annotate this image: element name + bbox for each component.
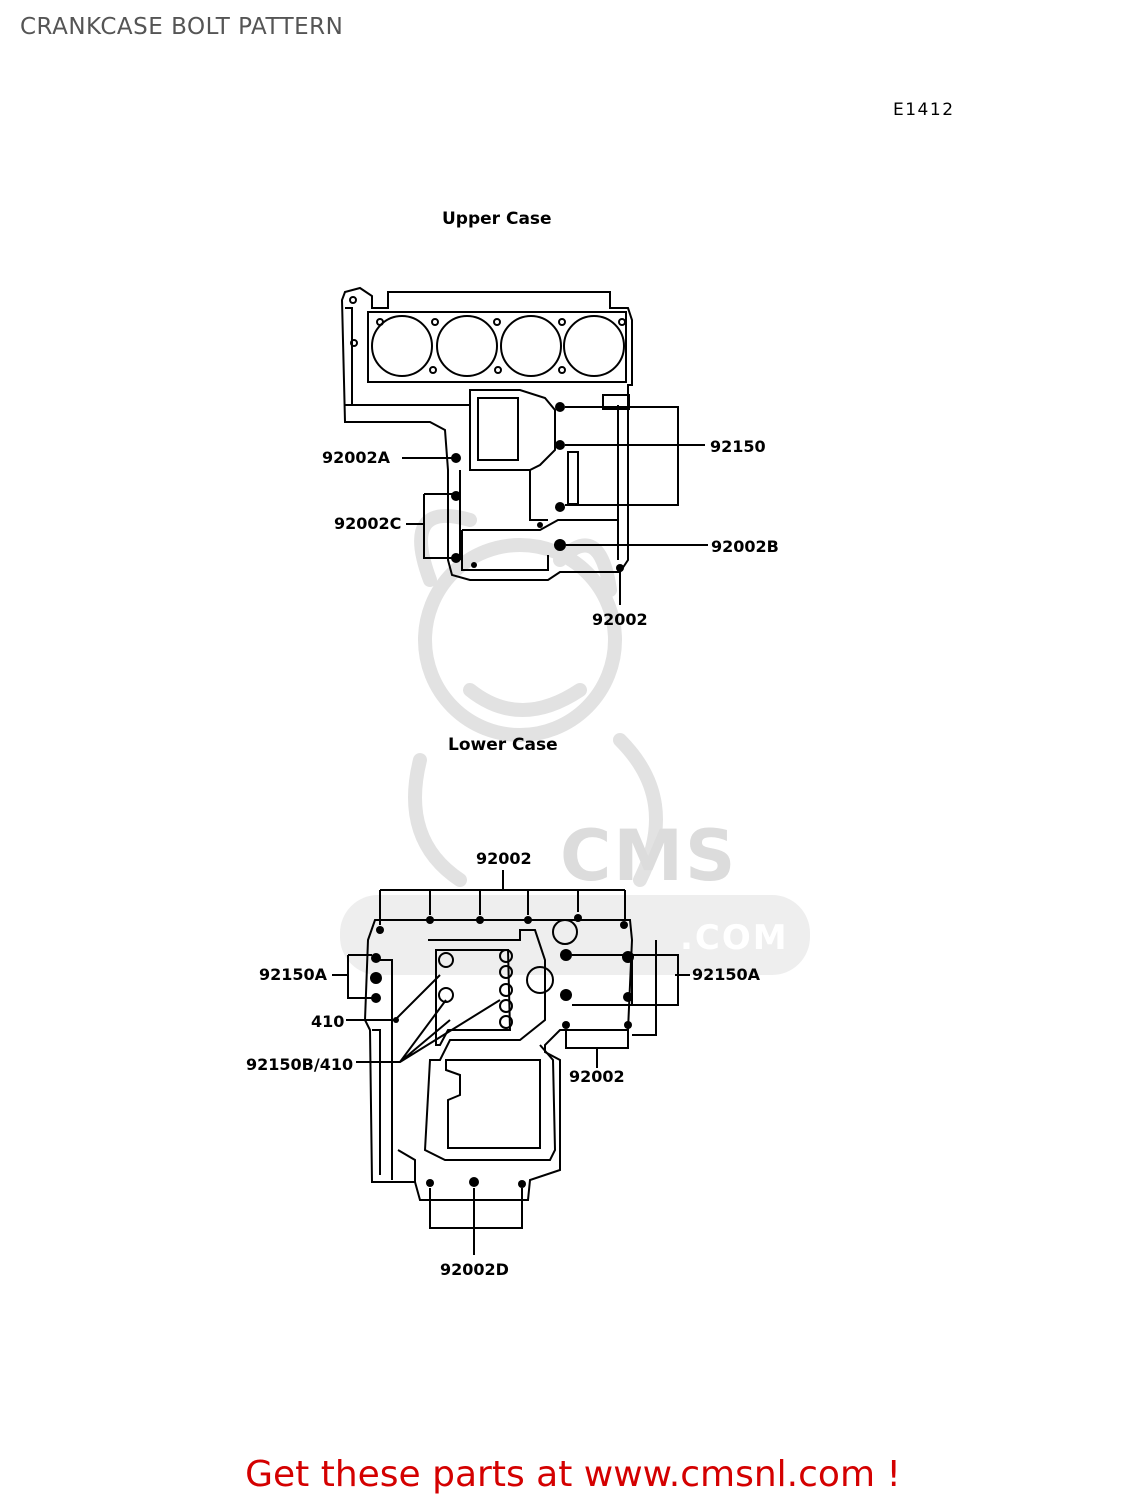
label-92002c: 92002C <box>334 514 402 533</box>
label-410: 410 <box>311 1012 345 1031</box>
label-92002d: 92002D <box>440 1260 509 1279</box>
label-92002-lower-right: 92002 <box>569 1067 625 1086</box>
label-92002-lower-top: 92002 <box>476 849 532 868</box>
label-92002b: 92002B <box>711 537 779 556</box>
label-92150: 92150 <box>710 437 766 456</box>
watermark-site: .COM <box>680 918 789 958</box>
label-92150a-right: 92150A <box>692 965 761 984</box>
lower-case-title: Lower Case <box>448 735 558 755</box>
watermark-brand: CMS <box>560 815 738 897</box>
label-92002a: 92002A <box>322 448 391 467</box>
label-92150a-left: 92150A <box>259 965 328 984</box>
label-92150b-410: 92150B/410 <box>246 1055 354 1074</box>
upper-case-title: Upper Case <box>442 209 552 229</box>
figure-code: E1412 <box>893 100 955 120</box>
page-title: CRANKCASE BOLT PATTERN <box>20 14 344 40</box>
footer-link[interactable]: Get these parts at www.cmsnl.com ! <box>245 1454 901 1495</box>
label-92002-upper: 92002 <box>592 610 648 629</box>
